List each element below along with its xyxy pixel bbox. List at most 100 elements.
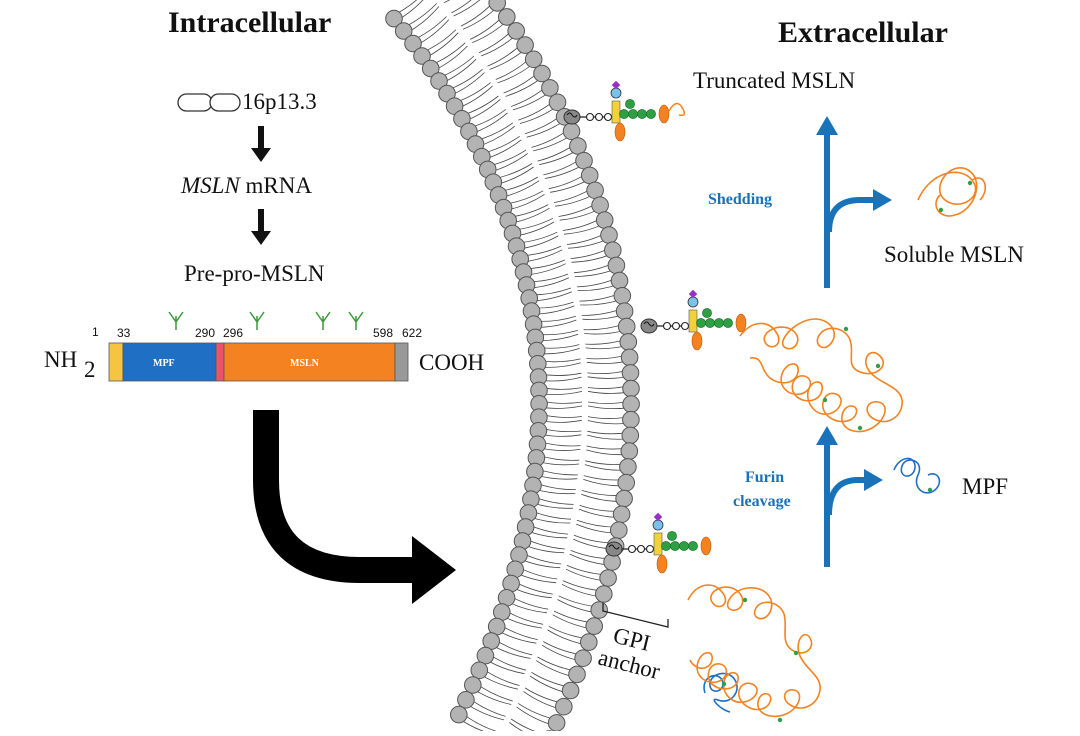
heading-intracellular: Intracellular: [168, 6, 331, 39]
gpi-bracket: [603, 603, 668, 627]
lipid-head: [562, 682, 579, 699]
linker-unit: [664, 323, 671, 330]
glycan-unit: [670, 541, 679, 550]
furin-arrow-icon: [816, 426, 883, 567]
truncated-msln-anchor: [564, 81, 684, 141]
mpf-coil: [894, 458, 939, 492]
down-arrow-icon: [251, 209, 271, 245]
glycan-unit: [646, 109, 655, 118]
lipid-head: [569, 666, 586, 683]
lipid-head: [622, 365, 639, 382]
down-arrow-icon: [251, 126, 271, 162]
lipid-head: [499, 9, 516, 26]
lipid-head: [623, 411, 640, 428]
lipid-head: [601, 227, 618, 244]
glycan-mannose: [612, 101, 620, 123]
mpf-label: MPF: [962, 474, 1008, 499]
lipid-head: [620, 459, 637, 476]
lipid-head: [534, 65, 551, 82]
glycan-unit: [628, 109, 637, 118]
n-terminus-label: NH: [44, 347, 77, 372]
lipid-head: [613, 506, 630, 523]
position-598: 598: [373, 326, 393, 340]
glycan-unit: [688, 541, 697, 550]
lipid-head: [517, 37, 534, 54]
lipid-head: [611, 522, 628, 539]
lipid-head: [508, 23, 525, 40]
position-290: 290: [195, 326, 215, 340]
transport-arrow-icon: [266, 410, 456, 604]
chromosome-icon: [178, 94, 240, 111]
furin-site-segment: [216, 343, 224, 381]
lipid-head: [614, 288, 631, 305]
lipid-head: [618, 474, 635, 491]
glycan-unit: [637, 109, 646, 118]
gpi-tail-segment: [395, 343, 408, 381]
heading-extracellular: Extracellular: [778, 16, 948, 49]
full-msln-anchor: [641, 290, 746, 350]
lipid-head: [623, 396, 640, 413]
mpf-segment-label: MPF: [153, 358, 175, 369]
linker-unit: [647, 546, 654, 553]
soluble-msln-coil: [918, 168, 985, 216]
glycan-unit: [679, 541, 688, 550]
linker-unit: [638, 546, 645, 553]
lipid-head: [608, 257, 625, 274]
linker-unit: [587, 114, 594, 121]
position-622: 622: [402, 326, 422, 340]
lipid-head: [605, 242, 622, 259]
lipid-head: [471, 662, 488, 679]
signal-peptide-segment: [109, 343, 123, 381]
glycan-unit: [696, 318, 705, 327]
lipid-head: [556, 698, 573, 715]
lipid-head: [620, 334, 637, 351]
glycan-unit: [705, 318, 714, 327]
lipid-head: [587, 182, 604, 199]
glycan-unit: [714, 318, 723, 327]
linker-unit: [673, 323, 680, 330]
lipid-head: [596, 212, 613, 229]
furin-label-line2: cleavage: [733, 493, 791, 510]
lipid-head: [458, 692, 475, 709]
shedding-arrow-icon: [816, 116, 892, 288]
lipid-head: [592, 197, 609, 214]
gpi-lipid-coil: [606, 542, 622, 556]
glycan-unit: [661, 541, 670, 550]
lipid-head: [618, 318, 635, 335]
lipid-head: [576, 152, 593, 169]
lipid-head: [611, 272, 628, 289]
gpi-lipid-coil: [564, 110, 580, 124]
linker-unit: [682, 323, 689, 330]
gpi-lipid-coil: [641, 319, 657, 333]
lipid-head: [600, 570, 617, 587]
position-1: 1: [92, 325, 99, 339]
lipid-head: [581, 167, 598, 184]
lipid-head: [586, 618, 603, 635]
furin-label-line1: Furin: [745, 469, 784, 486]
lipid-head: [591, 602, 608, 619]
glycan-mannose: [654, 533, 662, 555]
anchor2-msln-coil: [740, 319, 902, 432]
lipid-head: [616, 490, 633, 507]
msln-segment-label: MSLN: [290, 358, 320, 369]
gene-locus-label: 16p13.3: [242, 89, 317, 114]
shedding-label: Shedding: [708, 191, 772, 208]
lipid-head: [581, 634, 598, 651]
truncated-msln-label: Truncated MSLN: [693, 68, 855, 93]
linker-unit: [629, 546, 636, 553]
position-33: 33: [117, 326, 131, 340]
linker-unit: [596, 114, 603, 121]
n-terminus-subscript: 2: [84, 357, 96, 382]
lipid-head: [622, 427, 639, 444]
position-296: 296: [223, 326, 243, 340]
lipid-head: [548, 715, 565, 731]
lipid-head: [621, 349, 638, 366]
lipid-head: [621, 443, 638, 460]
glycan-mannose: [689, 310, 697, 332]
anchor3-msln-coil: [688, 585, 820, 716]
mrna-label: MSLN mRNA: [180, 173, 312, 198]
glycan-unit: [723, 318, 732, 327]
linker-unit: [605, 114, 612, 121]
